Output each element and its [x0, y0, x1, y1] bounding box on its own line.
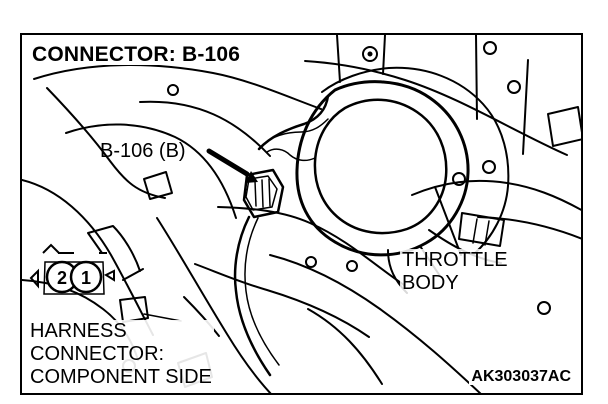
harness-connector-label: HARNESS CONNECTOR: COMPONENT SIDE [28, 320, 214, 389]
throttle-label-line-1: THROTTLE [402, 249, 508, 271]
connector-callout-label: B-106 (B) [100, 140, 186, 162]
diagram-title: CONNECTOR: B-106 [30, 43, 243, 66]
harness-label-line-3: COMPONENT SIDE [30, 366, 212, 388]
figure-code: AK303037AC [469, 368, 573, 385]
connector-pin-2: 2 [57, 268, 67, 288]
diagram-frame: 2 1 CONNECTOR: B-106 B-106 (B) THROTTLE … [20, 33, 583, 395]
connector-icon: 2 1 [29, 243, 115, 295]
harness-label-line-1: HARNESS [30, 320, 127, 342]
throttle-label-line-2: BODY [402, 272, 459, 294]
harness-label-line-2: CONNECTOR: [30, 343, 165, 365]
throttle-body-label: THROTTLE BODY [400, 249, 510, 295]
arrow-icon [206, 148, 258, 183]
connector-pin-1: 1 [81, 268, 91, 288]
